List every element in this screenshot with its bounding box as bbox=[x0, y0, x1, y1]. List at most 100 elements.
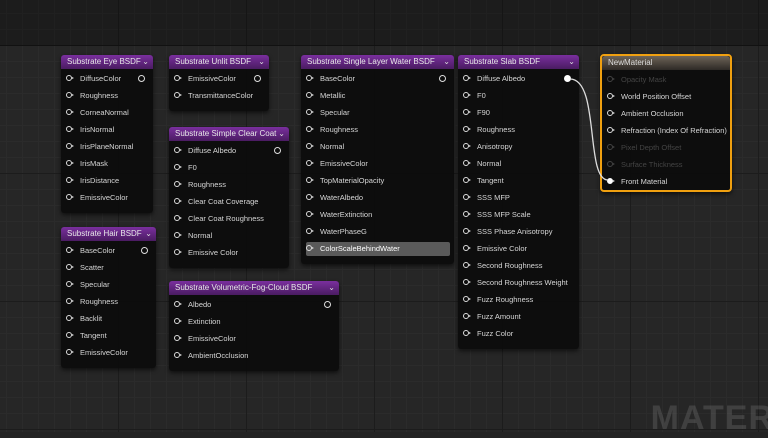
input-pin-row[interactable]: EmissiveColor bbox=[306, 157, 450, 171]
output-pin-icon[interactable] bbox=[274, 147, 281, 154]
node-fog[interactable]: Substrate Volumetric-Fog-Cloud BSDF⌄ Albe… bbox=[169, 281, 339, 371]
input-pin-row[interactable]: BaseColor bbox=[306, 72, 450, 86]
input-pin-row[interactable]: EmissiveColor bbox=[174, 72, 265, 86]
input-pin-icon[interactable] bbox=[66, 264, 74, 270]
input-pin-row[interactable]: CorneaNormal bbox=[66, 106, 149, 120]
input-pin-icon[interactable] bbox=[463, 92, 471, 98]
input-pin-row[interactable]: Fuzz Roughness bbox=[463, 293, 575, 307]
input-pin-icon[interactable] bbox=[306, 143, 314, 149]
input-pin-row[interactable]: Roughness bbox=[174, 178, 285, 192]
material-input-row[interactable]: Front Material bbox=[607, 175, 726, 189]
input-pin-row[interactable]: EmissiveColor bbox=[66, 346, 152, 360]
input-pin-row[interactable]: Normal bbox=[306, 140, 450, 154]
input-pin-icon[interactable] bbox=[463, 262, 471, 268]
input-pin-icon[interactable] bbox=[174, 75, 182, 81]
input-pin-icon[interactable] bbox=[174, 352, 182, 358]
input-pin-icon[interactable] bbox=[66, 281, 74, 287]
node-title[interactable]: Substrate Unlit BSDF⌄ bbox=[169, 55, 269, 69]
input-pin-row[interactable]: Emissive Color bbox=[463, 242, 575, 256]
input-pin-row[interactable]: BaseColor bbox=[66, 244, 152, 258]
input-pin-row[interactable]: SSS MFP Scale bbox=[463, 208, 575, 222]
input-pin-row[interactable]: Metallic bbox=[306, 89, 450, 103]
node-title[interactable]: Substrate Eye BSDF⌄ bbox=[61, 55, 153, 69]
input-pin-icon[interactable] bbox=[463, 279, 471, 285]
chevron-down-icon[interactable]: ⌄ bbox=[443, 57, 450, 66]
chevron-down-icon[interactable]: ⌄ bbox=[568, 57, 575, 66]
chevron-down-icon[interactable]: ⌄ bbox=[328, 283, 335, 292]
node-title[interactable]: Substrate Volumetric-Fog-Cloud BSDF⌄ bbox=[169, 281, 339, 295]
input-pin-icon[interactable] bbox=[607, 110, 615, 116]
input-pin-icon[interactable] bbox=[306, 126, 314, 132]
input-pin-icon[interactable] bbox=[174, 181, 182, 187]
input-pin-icon[interactable] bbox=[463, 75, 471, 81]
input-pin-row[interactable]: IrisDistance bbox=[66, 174, 149, 188]
input-pin-icon[interactable] bbox=[607, 144, 615, 150]
input-pin-icon[interactable] bbox=[66, 194, 74, 200]
input-pin-icon[interactable] bbox=[463, 109, 471, 115]
input-pin-row[interactable]: Extinction bbox=[174, 315, 335, 329]
input-pin-icon[interactable] bbox=[306, 109, 314, 115]
node-title[interactable]: Substrate Single Layer Water BSDF⌄ bbox=[301, 55, 454, 69]
input-pin-icon[interactable] bbox=[174, 232, 182, 238]
input-pin-icon[interactable] bbox=[66, 247, 74, 253]
input-pin-icon[interactable] bbox=[306, 177, 314, 183]
input-pin-row[interactable]: EmissiveColor bbox=[174, 332, 335, 346]
input-pin-row[interactable]: IrisPlaneNormal bbox=[66, 140, 149, 154]
node-title[interactable]: NewMaterial bbox=[602, 56, 730, 70]
input-pin-icon[interactable] bbox=[607, 161, 615, 167]
input-pin-icon[interactable] bbox=[463, 177, 471, 183]
input-pin-icon[interactable] bbox=[66, 92, 74, 98]
input-pin-icon[interactable] bbox=[463, 296, 471, 302]
input-pin-icon[interactable] bbox=[66, 332, 74, 338]
input-pin-row[interactable]: Specular bbox=[66, 278, 152, 292]
input-pin-row[interactable]: DiffuseColor bbox=[66, 72, 149, 86]
node-water[interactable]: Substrate Single Layer Water BSDF⌄ BaseCo… bbox=[301, 55, 454, 264]
input-pin-row[interactable]: WaterAlbedo bbox=[306, 191, 450, 205]
input-pin-row[interactable]: WaterPhaseG bbox=[306, 225, 450, 239]
input-pin-row[interactable]: Specular bbox=[306, 106, 450, 120]
input-pin-row[interactable]: ColorScaleBehindWater bbox=[306, 242, 450, 256]
input-pin-icon[interactable] bbox=[66, 126, 74, 132]
input-pin-row[interactable]: Backlit bbox=[66, 312, 152, 326]
input-pin-icon[interactable] bbox=[66, 143, 74, 149]
input-pin-icon[interactable] bbox=[463, 194, 471, 200]
node-clearcoat[interactable]: Substrate Simple Clear Coat⌄ Diffuse Albe… bbox=[169, 127, 289, 268]
input-pin-row[interactable]: SSS MFP bbox=[463, 191, 575, 205]
input-pin-row[interactable]: Normal bbox=[174, 229, 285, 243]
input-pin-icon[interactable] bbox=[66, 75, 74, 81]
output-pin-icon[interactable] bbox=[324, 301, 331, 308]
input-pin-row[interactable]: Albedo bbox=[174, 298, 335, 312]
input-pin-icon[interactable] bbox=[66, 109, 74, 115]
input-pin-row[interactable]: Diffuse Albedo bbox=[174, 144, 285, 158]
input-pin-icon[interactable] bbox=[174, 164, 182, 170]
node-title[interactable]: Substrate Hair BSDF⌄ bbox=[61, 227, 156, 241]
input-pin-row[interactable]: Tangent bbox=[66, 329, 152, 343]
input-pin-icon[interactable] bbox=[463, 313, 471, 319]
input-pin-row[interactable]: F0 bbox=[174, 161, 285, 175]
input-pin-icon[interactable] bbox=[174, 92, 182, 98]
input-pin-row[interactable]: Scatter bbox=[66, 261, 152, 275]
output-pin-icon[interactable] bbox=[138, 75, 145, 82]
input-pin-row[interactable]: Roughness bbox=[306, 123, 450, 137]
input-pin-icon[interactable] bbox=[463, 228, 471, 234]
node-title[interactable]: Substrate Slab BSDF⌄ bbox=[458, 55, 579, 69]
input-pin-icon[interactable] bbox=[174, 318, 182, 324]
input-pin-icon[interactable] bbox=[463, 211, 471, 217]
input-pin-icon[interactable] bbox=[306, 92, 314, 98]
input-pin-row[interactable]: Second Roughness bbox=[463, 259, 575, 273]
input-pin-icon[interactable] bbox=[463, 126, 471, 132]
node-title[interactable]: Substrate Simple Clear Coat⌄ bbox=[169, 127, 289, 141]
input-pin-row[interactable]: F90 bbox=[463, 106, 575, 120]
input-pin-icon[interactable] bbox=[607, 127, 615, 133]
material-input-row[interactable]: Surface Thickness bbox=[607, 158, 726, 172]
input-pin-icon[interactable] bbox=[174, 198, 182, 204]
input-pin-icon[interactable] bbox=[463, 143, 471, 149]
chevron-down-icon[interactable]: ⌄ bbox=[145, 229, 152, 238]
input-pin-row[interactable]: SSS Phase Anisotropy bbox=[463, 225, 575, 239]
input-pin-row[interactable]: Fuzz Color bbox=[463, 327, 575, 341]
input-pin-row[interactable]: Anisotropy bbox=[463, 140, 575, 154]
input-pin-row[interactable]: Normal bbox=[463, 157, 575, 171]
input-pin-icon[interactable] bbox=[66, 315, 74, 321]
